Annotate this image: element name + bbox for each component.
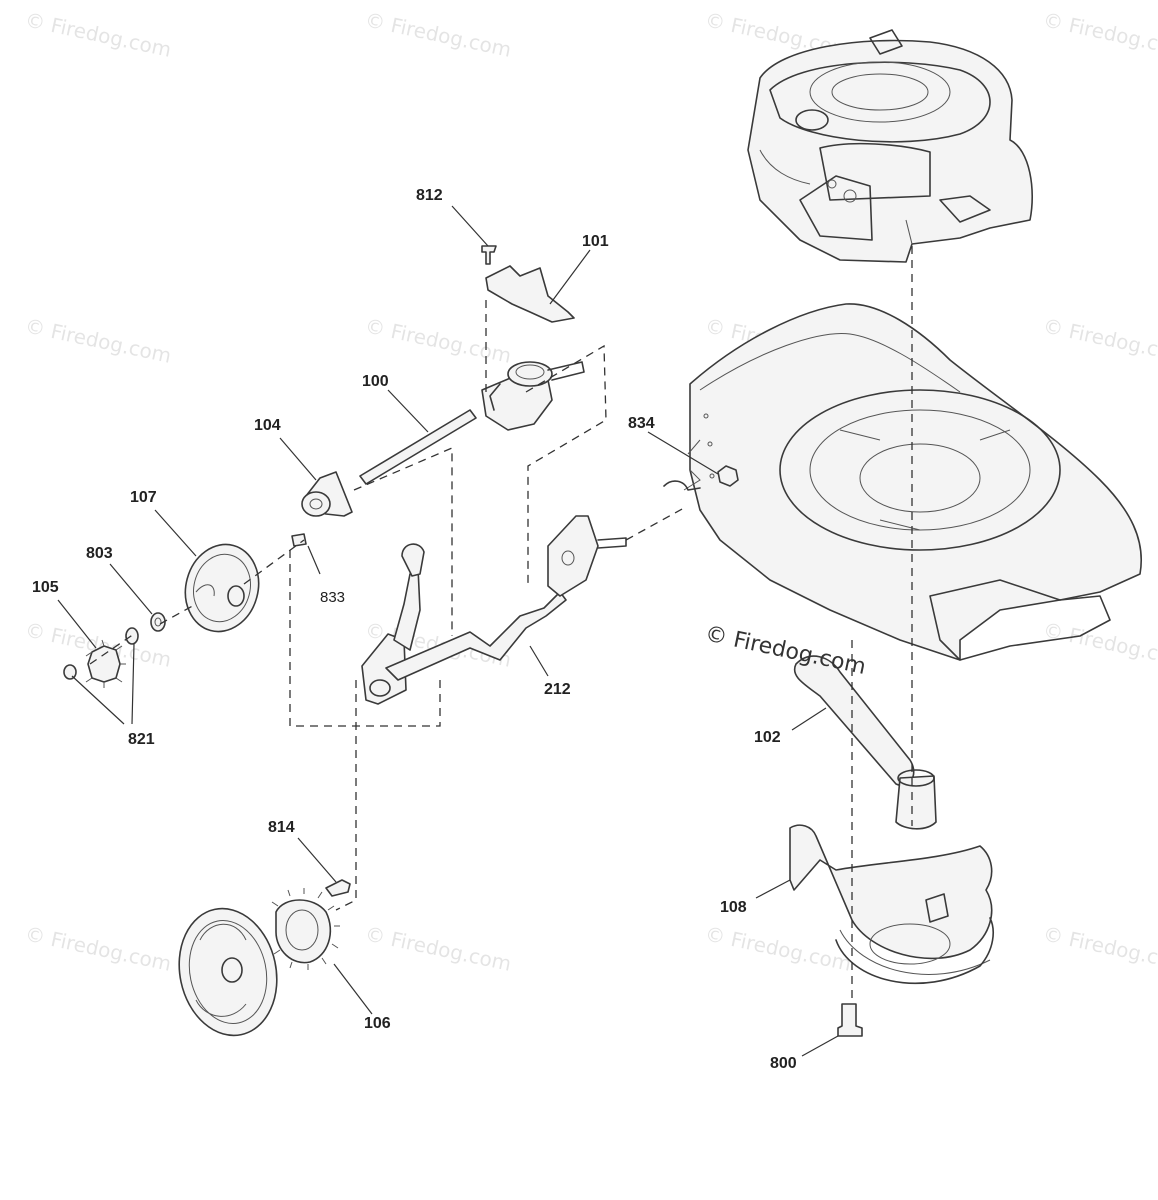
engine-drawing xyxy=(747,29,1033,263)
washer-803-drawing xyxy=(150,612,166,632)
watermark: © Firedog.com xyxy=(1041,921,1158,975)
callout-212: 212 xyxy=(544,681,571,698)
wheel-106-drawing xyxy=(178,879,351,1037)
watermark: © Firedog.com xyxy=(703,921,853,975)
transmission-drawing xyxy=(359,361,585,485)
callout-106: 106 xyxy=(364,1015,391,1032)
blade-drawing xyxy=(793,655,937,830)
bracket-101-drawing xyxy=(481,245,575,323)
watermark: © Firedog.com xyxy=(23,921,173,975)
screw-833-drawing xyxy=(291,533,307,547)
callout-834: 834 xyxy=(628,415,655,432)
callout-100: 100 xyxy=(362,373,389,390)
dashed-guides xyxy=(89,246,913,1000)
mower-deck-drawing xyxy=(663,303,1142,661)
callout-800: 800 xyxy=(770,1055,797,1072)
bearing-104-drawing xyxy=(301,471,353,517)
main-watermark: © Firedog.com xyxy=(703,621,868,679)
watermark: © Firedog.com xyxy=(363,7,513,61)
watermark: © Firedog.com xyxy=(363,921,513,975)
callout-101: 101 xyxy=(582,233,609,250)
nut-834-drawing xyxy=(717,465,739,487)
callout-814: 814 xyxy=(268,819,295,836)
callout-105: 105 xyxy=(32,579,59,596)
watermark: © Firedog.com xyxy=(23,7,173,61)
bolt-800-drawing xyxy=(837,1003,863,1037)
watermark: © Firedog.com xyxy=(1041,313,1158,367)
callout-812: 812 xyxy=(416,187,443,204)
watermark: © Firedog.com xyxy=(23,313,173,367)
callout-107: 107 xyxy=(130,489,157,506)
callout-labels: 812 101 100 104 107 803 105 833 821 212 … xyxy=(32,187,797,1072)
gear-105-drawing xyxy=(63,627,139,688)
leader-lines xyxy=(57,205,839,1057)
callout-833: 833 xyxy=(320,589,345,606)
callout-102: 102 xyxy=(754,729,781,746)
watermark: © Firedog.com xyxy=(363,313,513,367)
callout-108: 108 xyxy=(720,899,747,916)
axle-212-drawing xyxy=(361,515,627,705)
callout-821: 821 xyxy=(128,731,155,748)
callout-104: 104 xyxy=(254,417,281,434)
callout-803: 803 xyxy=(86,545,113,562)
watermark: © Firedog.com xyxy=(1041,7,1158,61)
pulley-107-drawing xyxy=(184,543,260,633)
